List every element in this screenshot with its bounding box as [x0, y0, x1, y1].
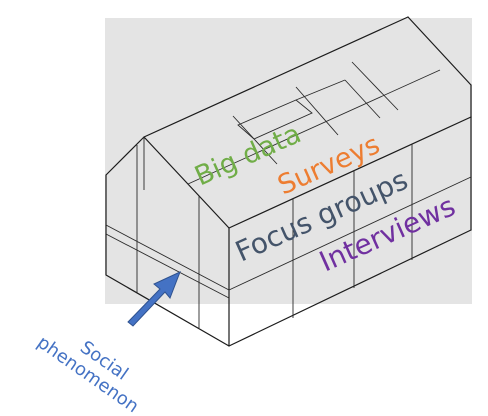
ridge-line	[143, 16, 409, 138]
wall-panes	[228, 144, 472, 318]
gable-panes	[105, 137, 230, 328]
social-phenomenon-arrow	[127, 271, 181, 327]
front-eave-line	[228, 116, 472, 229]
roof-vent-window	[237, 99, 313, 140]
background-panel	[105, 18, 472, 304]
roof-panes	[187, 61, 441, 185]
gable-end	[105, 136, 230, 347]
far-gable-edge	[407, 16, 472, 86]
greenhouse-outline	[105, 16, 472, 347]
ground-line	[228, 229, 472, 347]
